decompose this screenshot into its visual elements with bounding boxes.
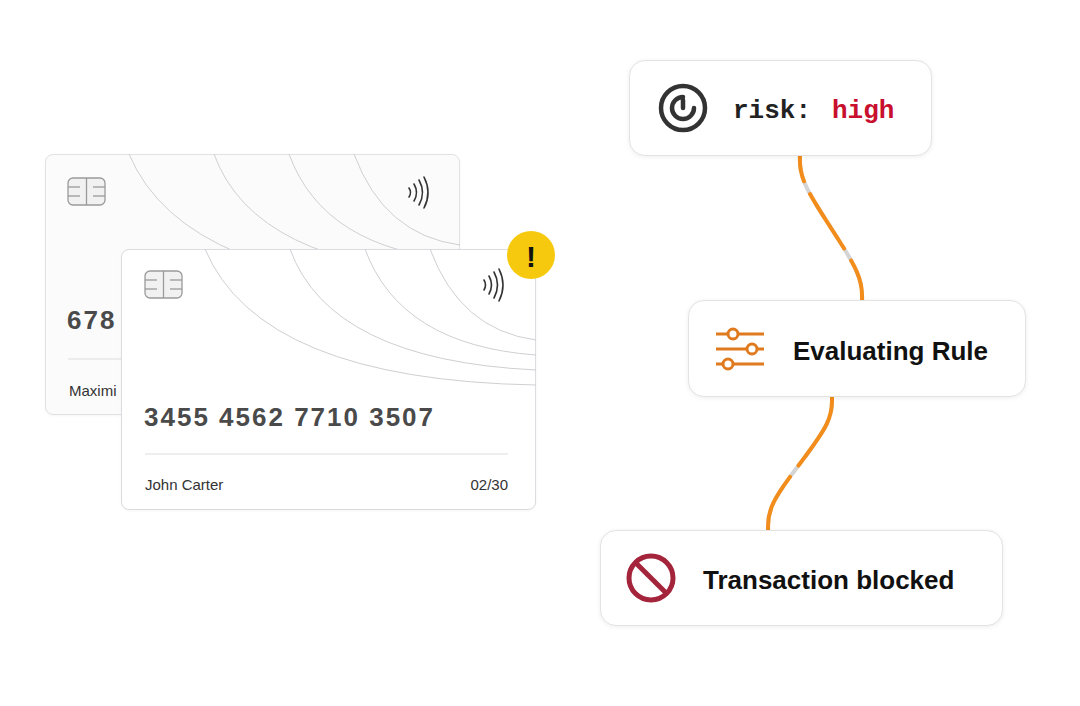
credit-card: 3455 4562 7710 3507John Carter 02/30 <box>121 249 536 510</box>
risk-box: risk: high <box>629 60 932 156</box>
card-number: 3455 4562 7710 3507 <box>144 402 435 433</box>
card-number: 678 <box>67 305 116 336</box>
risk-key: risk: <box>733 96 811 126</box>
connector-line <box>800 156 862 300</box>
warning-mark: ! <box>507 240 555 274</box>
step-label: Evaluating Rule <box>793 336 988 367</box>
process-box: Evaluating Rule <box>688 300 1026 397</box>
connector-line <box>768 397 832 530</box>
risk-value: high <box>832 96 894 126</box>
dashed-connector <box>800 156 862 300</box>
cardholder-name: John Carter <box>145 476 223 493</box>
connector-highlight <box>800 156 862 300</box>
step-label: Transaction blocked <box>703 565 954 596</box>
result-box: Transaction blocked <box>600 530 1003 626</box>
warning-badge: ! <box>507 231 555 279</box>
connector-highlight <box>768 397 832 530</box>
expiry-date: 02/30 <box>470 476 508 493</box>
dashed-connector <box>768 397 832 530</box>
cardholder-name: Maximi <box>69 382 117 399</box>
